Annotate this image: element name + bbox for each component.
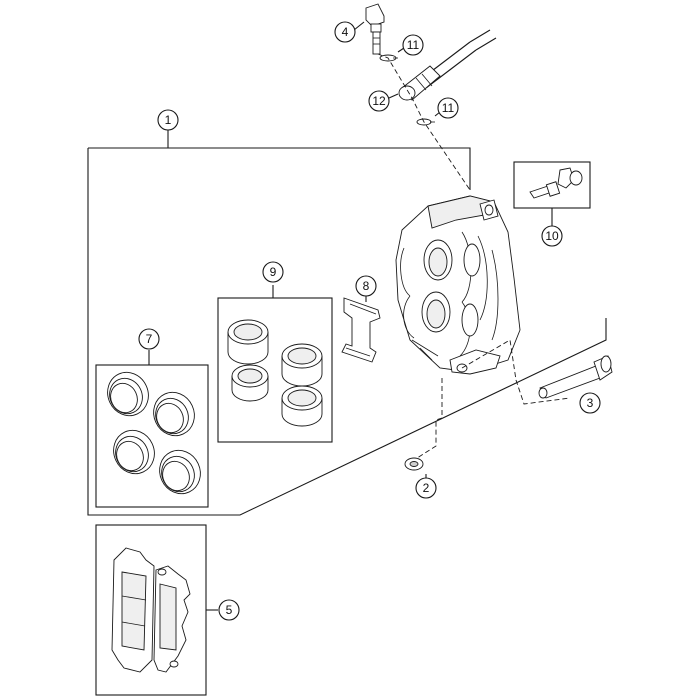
callout-label-3: 3 bbox=[587, 396, 594, 410]
sealing-washer-lower bbox=[416, 118, 435, 126]
assembly-frame bbox=[87, 128, 607, 516]
callout-5: 5 bbox=[218, 599, 240, 621]
seal-kit-box bbox=[95, 350, 209, 508]
seal-ring-2 bbox=[153, 391, 195, 437]
sealing-washer-upper bbox=[379, 54, 398, 62]
bolt-alignment-line bbox=[377, 53, 471, 191]
callout-label-9: 9 bbox=[270, 265, 277, 279]
brake-pad-1 bbox=[111, 547, 155, 673]
piston-2 bbox=[231, 364, 269, 402]
seal-ring-1 bbox=[107, 371, 149, 417]
callout-1: 1 bbox=[157, 109, 179, 131]
callout-9: 9 bbox=[262, 261, 284, 283]
seal-ring-4 bbox=[159, 449, 201, 495]
pad-spring bbox=[341, 297, 381, 363]
callout-11-lower: 11 bbox=[434, 97, 459, 119]
piston-kit-box bbox=[217, 285, 333, 443]
brake-line-hose bbox=[398, 29, 497, 101]
washer bbox=[404, 457, 424, 471]
callout-10: 10 bbox=[541, 225, 563, 247]
piston-1 bbox=[227, 319, 269, 365]
callout-label-12: 12 bbox=[372, 94, 386, 108]
callout-2: 2 bbox=[415, 477, 437, 499]
pin-alignment-line bbox=[461, 339, 571, 405]
callout-label-8: 8 bbox=[363, 279, 370, 293]
banjo-bolt bbox=[365, 3, 385, 55]
bleeder-kit-box bbox=[513, 161, 591, 209]
callout-4: 4 bbox=[334, 21, 365, 43]
callout-label-2: 2 bbox=[423, 481, 430, 495]
callout-label-4: 4 bbox=[342, 25, 349, 39]
callout-label-7: 7 bbox=[146, 332, 153, 346]
callout-7: 7 bbox=[138, 328, 160, 350]
callout-3: 3 bbox=[579, 392, 601, 414]
piston-4 bbox=[281, 385, 323, 427]
piston-3 bbox=[281, 343, 323, 387]
callout-label-10: 10 bbox=[545, 229, 559, 243]
caliper-body bbox=[395, 195, 521, 375]
callout-label-1: 1 bbox=[165, 113, 172, 127]
brake-pads-box bbox=[95, 524, 218, 696]
callout-8: 8 bbox=[355, 275, 377, 297]
callout-11-upper: 11 bbox=[397, 34, 424, 56]
callout-label-11-upper: 11 bbox=[407, 38, 420, 52]
brake-pad-2 bbox=[153, 565, 191, 673]
washer-alignment-line bbox=[413, 378, 443, 461]
callout-label-11-lower: 11 bbox=[442, 101, 455, 115]
callout-12: 12 bbox=[368, 90, 399, 112]
callout-label-5: 5 bbox=[226, 603, 233, 617]
guide-pin bbox=[538, 355, 613, 399]
seal-ring-3 bbox=[113, 429, 155, 475]
